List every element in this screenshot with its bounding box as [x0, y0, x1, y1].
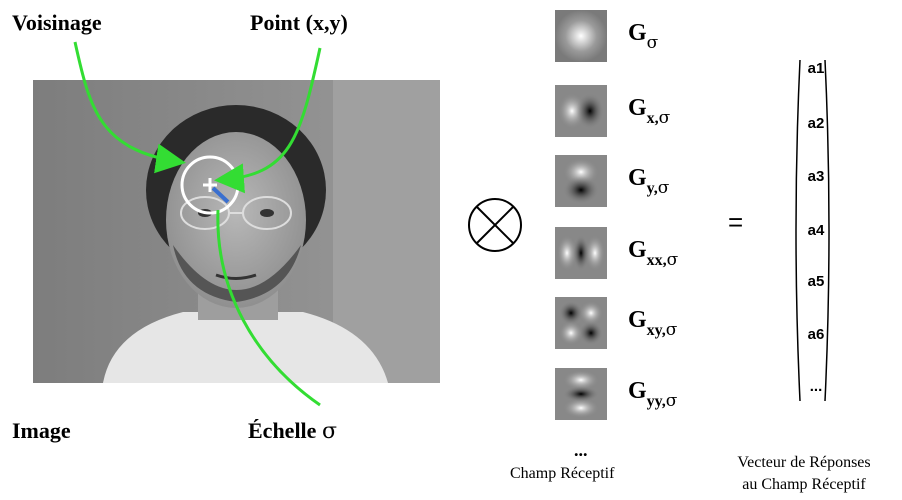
- equals-sign: =: [728, 207, 744, 237]
- echelle-label: Échelle σ: [248, 418, 337, 444]
- vector-item: ...: [809, 378, 823, 395]
- vector-item: a5: [807, 273, 825, 290]
- vector-item: a3: [807, 168, 825, 185]
- filter-g: [555, 10, 607, 62]
- filter-gx: [555, 85, 607, 137]
- filter-name-gy: Gy,σ: [628, 165, 670, 198]
- filter-gy: [555, 155, 607, 207]
- champ-receptif-label: Champ Réceptif: [510, 465, 615, 482]
- filter-name-gyy: Gyy,σ: [628, 378, 678, 411]
- vector-item: a1: [807, 60, 825, 77]
- filters-ellipsis: ...: [574, 440, 588, 460]
- image-label: Image: [12, 418, 71, 443]
- vecteur-label-line2: au Champ Réceptif: [742, 476, 866, 493]
- vecteur-label-line1: Vecteur de Réponses: [737, 454, 871, 471]
- filter-name-gx: Gx,σ: [628, 95, 671, 128]
- filter-gxx: [555, 227, 607, 279]
- response-vector-brackets: [795, 59, 830, 402]
- filter-gxy: [555, 297, 607, 349]
- face-photo: [33, 80, 440, 383]
- vector-item: a6: [807, 326, 825, 343]
- convolution-icon: [468, 198, 522, 252]
- vector-item: a2: [807, 115, 825, 132]
- point-label: Point (x,y): [250, 10, 348, 35]
- vector-item: a4: [807, 222, 825, 239]
- filter-name-gxx: Gxx,σ: [628, 237, 679, 270]
- voisinage-label: Voisinage: [12, 10, 102, 35]
- filter-name-gxy: Gxy,σ: [628, 307, 678, 340]
- filter-gyy: [555, 368, 607, 420]
- filter-name-g: Gσ: [628, 20, 659, 53]
